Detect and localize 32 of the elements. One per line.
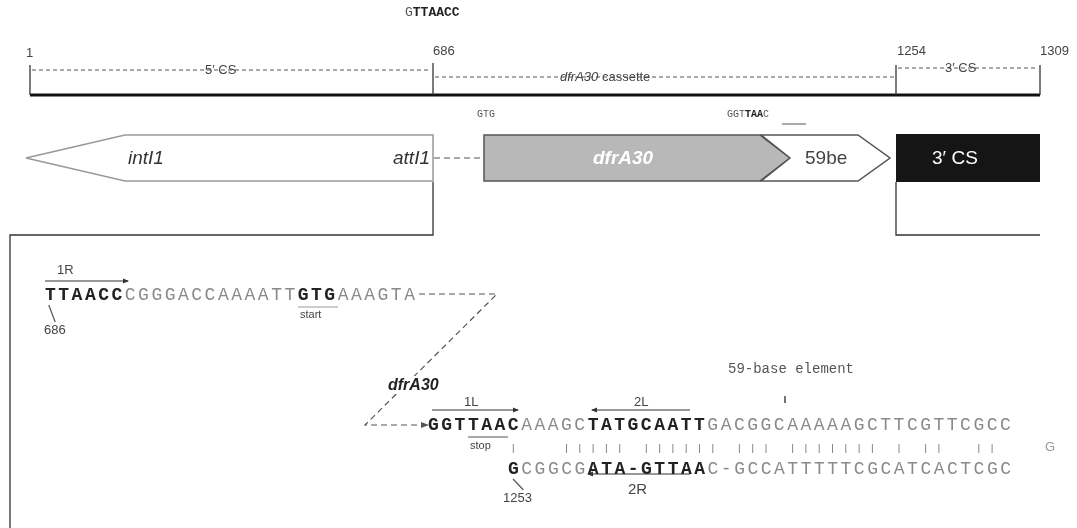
position-number: 686: [44, 322, 72, 338]
gene-label: 59be: [805, 147, 848, 169]
primer-label: 1R: [57, 262, 74, 277]
gene-label: attI1: [393, 147, 430, 169]
sequence-label: GTTAACC: [405, 5, 460, 21]
sequence-label: GGTTAAC: [727, 108, 770, 121]
annotation-label: 59-base element: [728, 361, 855, 378]
gene-label: intI1: [128, 147, 164, 169]
connector: [512, 478, 524, 491]
primer-label: 2L: [634, 394, 649, 409]
position-number: 1309: [1040, 43, 1069, 58]
region-label: 3′ CS: [945, 60, 977, 75]
edge-label: dfrA30: [388, 376, 439, 394]
sequence-text: TTAACCCGGGACCAAAATTGTGAAAGTA: [45, 285, 419, 305]
nucleotide-text: G: [1045, 439, 1056, 454]
position-number: 686: [433, 43, 455, 58]
position-number: 1254: [897, 43, 926, 58]
sequence-text: GCGGCGATA-GTTAAC-GCCATTTTTCGCATCACTCGC: [508, 459, 1014, 479]
region-label: 5′ CS: [205, 62, 237, 77]
region-label: dfrA30 cassette: [560, 69, 651, 84]
primer-label: 1L: [464, 394, 479, 409]
dashed-connector: [363, 293, 499, 428]
sequence-label: GTG: [477, 108, 495, 121]
primer-label: 2R: [628, 480, 648, 498]
sequence-text: GGTTAACAAAGCTATGCAATTGACGGCAAAAAGCTTCGTTCGCC: [428, 415, 1014, 435]
gene-label: 3′ CS: [932, 147, 978, 169]
annotation-text: start: [300, 307, 322, 321]
position-number: 1: [26, 45, 34, 60]
position-number: 1253: [503, 490, 537, 506]
connector: [48, 304, 56, 323]
annotation-text: stop: [470, 438, 491, 452]
gene-label: dfrA30: [593, 147, 654, 169]
